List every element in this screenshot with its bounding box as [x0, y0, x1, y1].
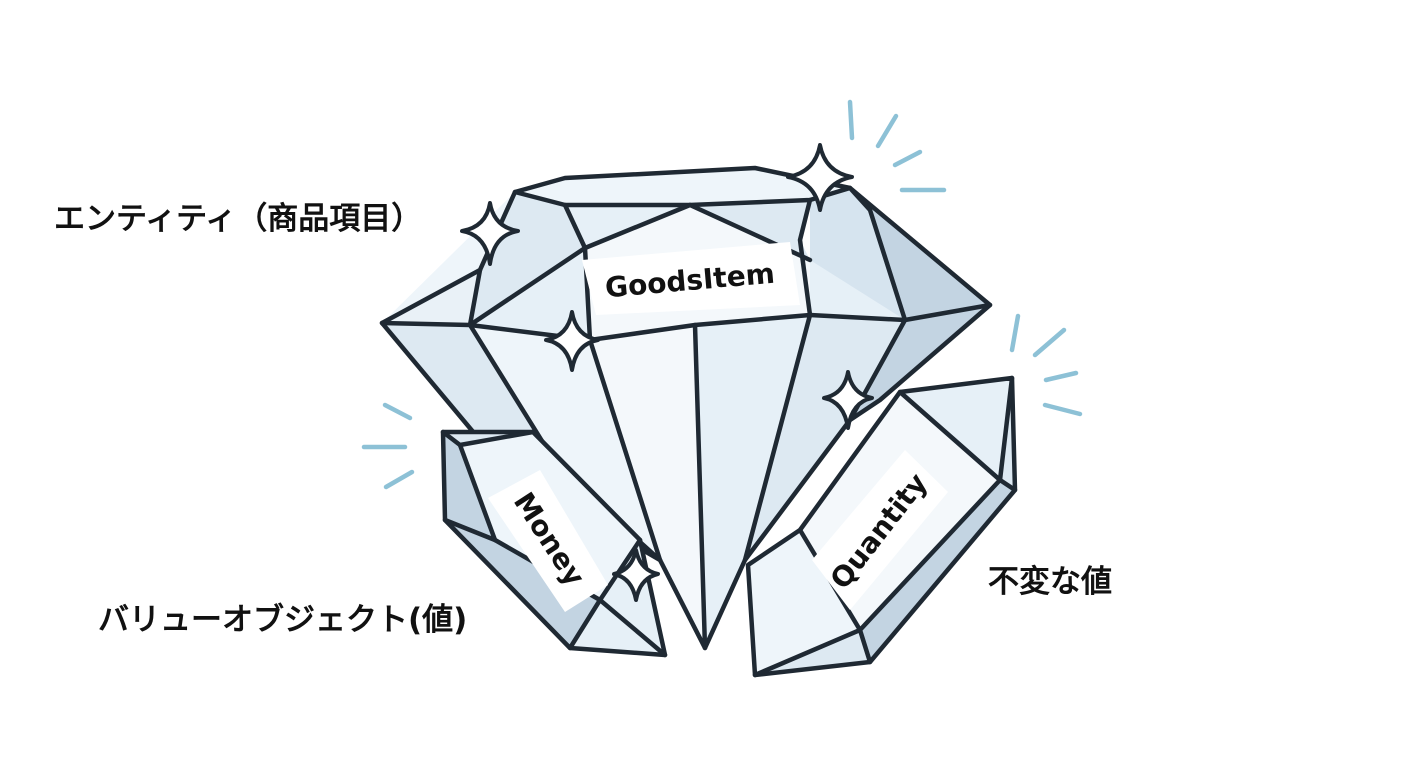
- entity-caption: エンティティ（商品項目）: [54, 201, 422, 237]
- shine-ray: [878, 116, 896, 146]
- shine-ray: [1012, 316, 1018, 350]
- shine-ray: [385, 405, 410, 418]
- shine-ray: [850, 102, 852, 138]
- value-object-caption: バリューオブジェクト(値): [98, 602, 467, 638]
- shine-ray: [895, 152, 920, 165]
- shine-ray: [1045, 405, 1080, 414]
- shine-ray: [1046, 373, 1076, 380]
- shine-ray: [1035, 330, 1064, 355]
- immutable-caption: 不変な値: [988, 564, 1112, 600]
- shine-ray: [386, 472, 412, 487]
